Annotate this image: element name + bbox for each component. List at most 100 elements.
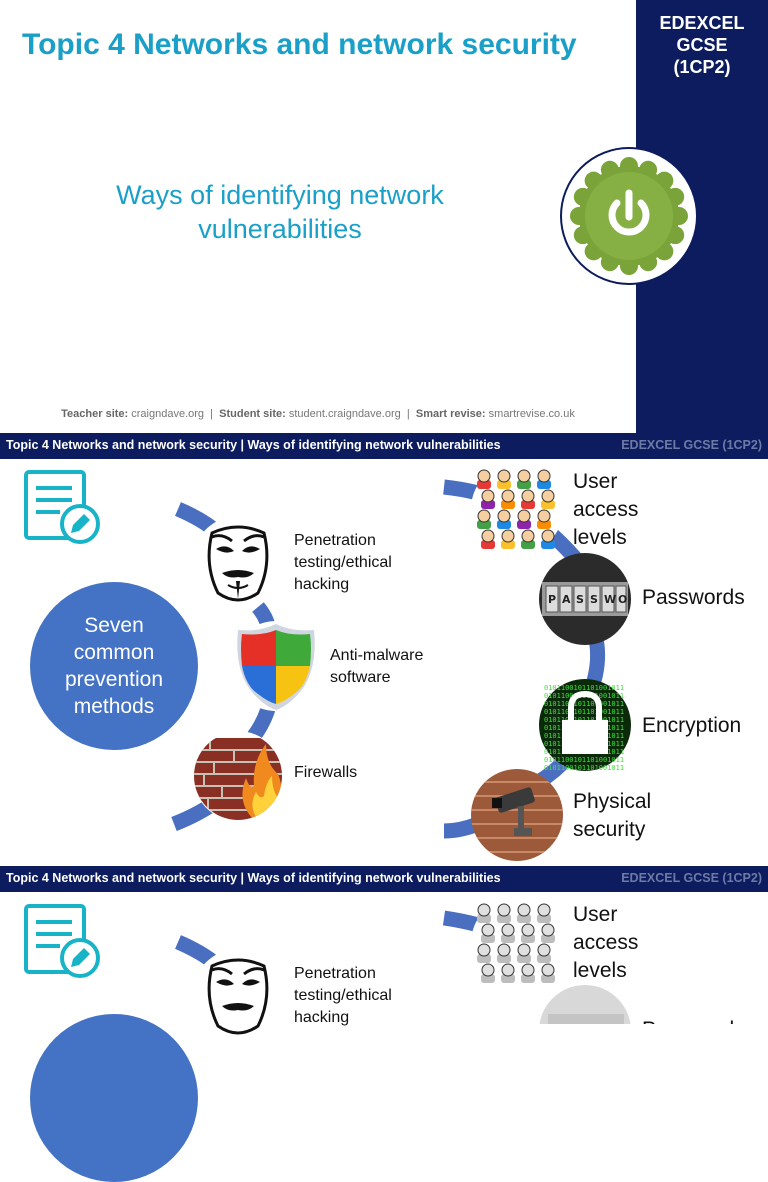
hacker-mask-icon-2 xyxy=(193,949,283,1039)
person-body xyxy=(521,540,535,549)
penetration-line-3: hacking xyxy=(294,576,350,593)
hacker-mask-icon xyxy=(193,516,283,606)
person-head xyxy=(541,923,555,937)
person-head xyxy=(517,469,531,483)
person-head xyxy=(541,489,555,503)
person-head xyxy=(481,529,495,543)
person-body xyxy=(517,520,531,529)
person-head xyxy=(517,509,531,523)
slide-header-bar: Topic 4 Networks and network security | … xyxy=(0,433,768,459)
penetration-line-2: testing/ethical xyxy=(294,554,392,571)
person-body xyxy=(537,520,551,529)
encryption-label: Encryption xyxy=(642,714,742,737)
person-head xyxy=(537,903,551,917)
firewalls-label: Firewalls xyxy=(294,764,358,781)
svg-text:W: W xyxy=(604,593,616,606)
person-head xyxy=(501,963,515,977)
penetration2-line-1: Penetration xyxy=(294,965,376,982)
person-body xyxy=(481,500,495,509)
person-body xyxy=(541,540,555,549)
person-body xyxy=(517,914,531,923)
penetration-line-1: Penetration xyxy=(294,532,376,549)
center-line-1: Seven xyxy=(84,614,144,637)
penetration2-line-3: hacking xyxy=(294,1009,350,1026)
header-course-2: EDEXCEL GCSE (1CP2) xyxy=(621,871,762,885)
person-body xyxy=(481,974,495,983)
person-head xyxy=(497,509,511,523)
student-link[interactable]: student.craigndave.org xyxy=(288,408,401,420)
physical-security-label: Physical security xyxy=(573,788,651,844)
badge-line-2: GCSE xyxy=(676,35,728,55)
svg-text:O: O xyxy=(618,593,627,606)
person-head xyxy=(517,943,531,957)
central-topic-text: Seven common prevention methods xyxy=(30,612,198,720)
subtitle-line-2: vulnerabilities xyxy=(198,214,362,244)
person-head xyxy=(521,923,535,937)
person-body xyxy=(477,954,491,963)
person-head xyxy=(501,529,515,543)
footer-separator-2: | xyxy=(406,408,410,420)
person-head xyxy=(481,963,495,977)
header-topic: Topic 4 Networks and network security | … xyxy=(6,438,501,452)
penetration-label: Penetration testing/ethical hacking xyxy=(294,530,392,596)
password-lock-icon-2 xyxy=(539,985,631,1024)
user-access2-line-1: User xyxy=(573,903,618,926)
svg-text:P: P xyxy=(548,593,556,606)
antimalware-line-2: software xyxy=(330,669,391,686)
binary-row: 0101100101101001011 xyxy=(544,764,624,772)
person-head xyxy=(477,903,491,917)
person-body xyxy=(541,934,555,943)
person-body xyxy=(501,500,515,509)
central-topic-circle-2 xyxy=(30,1014,198,1182)
footer-separator-1: | xyxy=(210,408,214,420)
binary-row: 0101100101101001011 xyxy=(544,700,624,708)
person-body xyxy=(517,480,531,489)
center-line-3: prevention xyxy=(64,668,164,691)
person-body xyxy=(501,540,515,549)
passwords-label: Passwords xyxy=(642,586,745,609)
header-topic-2: Topic 4 Networks and network security | … xyxy=(6,871,501,885)
physical-line-1: Physical xyxy=(573,790,652,813)
person-head xyxy=(501,923,515,937)
person-head xyxy=(537,943,551,957)
badge-line-1: EDEXCEL xyxy=(659,13,745,33)
person-body xyxy=(497,914,511,923)
teacher-label: Teacher site: xyxy=(61,408,129,420)
penetration2-line-2: testing/ethical xyxy=(294,987,392,1004)
person-head xyxy=(517,903,531,917)
revise-link[interactable]: smartrevise.co.uk xyxy=(488,408,575,420)
person-body xyxy=(497,480,511,489)
binary-row: 0101100101101001011 xyxy=(544,756,624,764)
firewall-icon xyxy=(193,731,283,821)
person-head xyxy=(521,529,535,543)
person-head xyxy=(501,489,515,503)
svg-text:S: S xyxy=(590,593,598,606)
person-head xyxy=(541,963,555,977)
person-head xyxy=(497,943,511,957)
subtitle-line-1: Ways of identifying network xyxy=(116,180,444,210)
person-head xyxy=(477,469,491,483)
person-body xyxy=(541,500,555,509)
center-line-2: common xyxy=(73,641,155,664)
encryption-padlock-icon: 0101100101101001011010110010110100101101… xyxy=(539,679,631,772)
antimalware-label: Anti-malware software xyxy=(330,645,423,689)
notes-edit-icon xyxy=(24,470,100,544)
notes-edit-icon-2 xyxy=(24,904,100,978)
person-body xyxy=(497,520,511,529)
svg-text:S: S xyxy=(576,593,584,606)
person-head xyxy=(541,529,555,543)
person-body xyxy=(537,954,551,963)
teacher-link[interactable]: craigndave.org xyxy=(131,408,205,420)
student-label: Student site: xyxy=(219,408,286,420)
slide-subtitle: Ways of identifying network vulnerabilit… xyxy=(60,178,500,246)
person-head xyxy=(477,509,491,523)
person-head xyxy=(481,489,495,503)
person-head xyxy=(521,489,535,503)
person-body xyxy=(477,914,491,923)
person-head xyxy=(477,943,491,957)
power-logo-icon xyxy=(560,147,698,285)
person-body xyxy=(537,480,551,489)
person-head xyxy=(521,963,535,977)
user-access-levels-icon xyxy=(471,463,563,555)
antimalware-shield-icon xyxy=(231,621,321,711)
